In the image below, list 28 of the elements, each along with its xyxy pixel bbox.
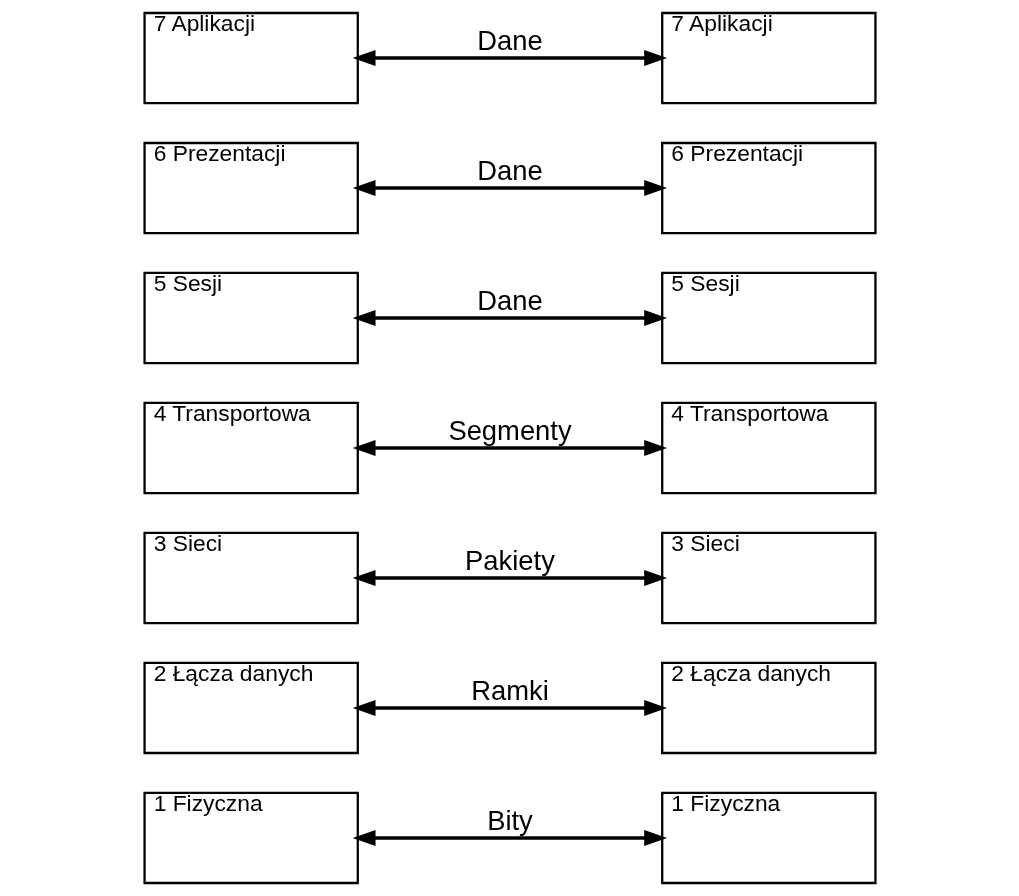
- arrow: [352, 310, 667, 326]
- node-box: 2 Łącza danych: [142, 661, 359, 755]
- node-box: 4 Transportowa: [142, 401, 359, 495]
- node-box: 2 Łącza danych: [660, 661, 877, 755]
- arrow: [352, 440, 667, 456]
- arrow: [352, 180, 667, 197]
- arrow: [352, 570, 667, 586]
- edge-label: Dane: [476, 25, 543, 57]
- edge-label: Ramki: [470, 675, 549, 707]
- node-box: 6 Prezentacji: [142, 141, 359, 235]
- edge-label: Bity: [486, 805, 533, 837]
- arrow: [352, 699, 667, 716]
- node-box: 3 Sieci: [142, 531, 359, 625]
- node-box: 5 Sesji: [142, 271, 359, 365]
- node-box: 5 Sesji: [660, 271, 877, 365]
- node-box: 3 Sieci: [660, 531, 877, 625]
- node-box: 7 Aplikacji: [660, 11, 877, 105]
- edge-label: Pakiety: [464, 545, 555, 577]
- edge-label: Dane: [476, 285, 543, 317]
- node-box: 1 Fizyczna: [142, 791, 359, 885]
- edge-label: Segmenty: [447, 415, 572, 447]
- edge-label: Dane: [476, 155, 543, 187]
- arrow: [352, 50, 667, 67]
- node-box: 7 Aplikacji: [142, 11, 359, 105]
- arrow: [352, 829, 667, 846]
- node-box: 6 Prezentacji: [660, 141, 877, 235]
- node-box: 1 Fizyczna: [660, 791, 877, 885]
- node-box: 4 Transportowa: [660, 401, 877, 495]
